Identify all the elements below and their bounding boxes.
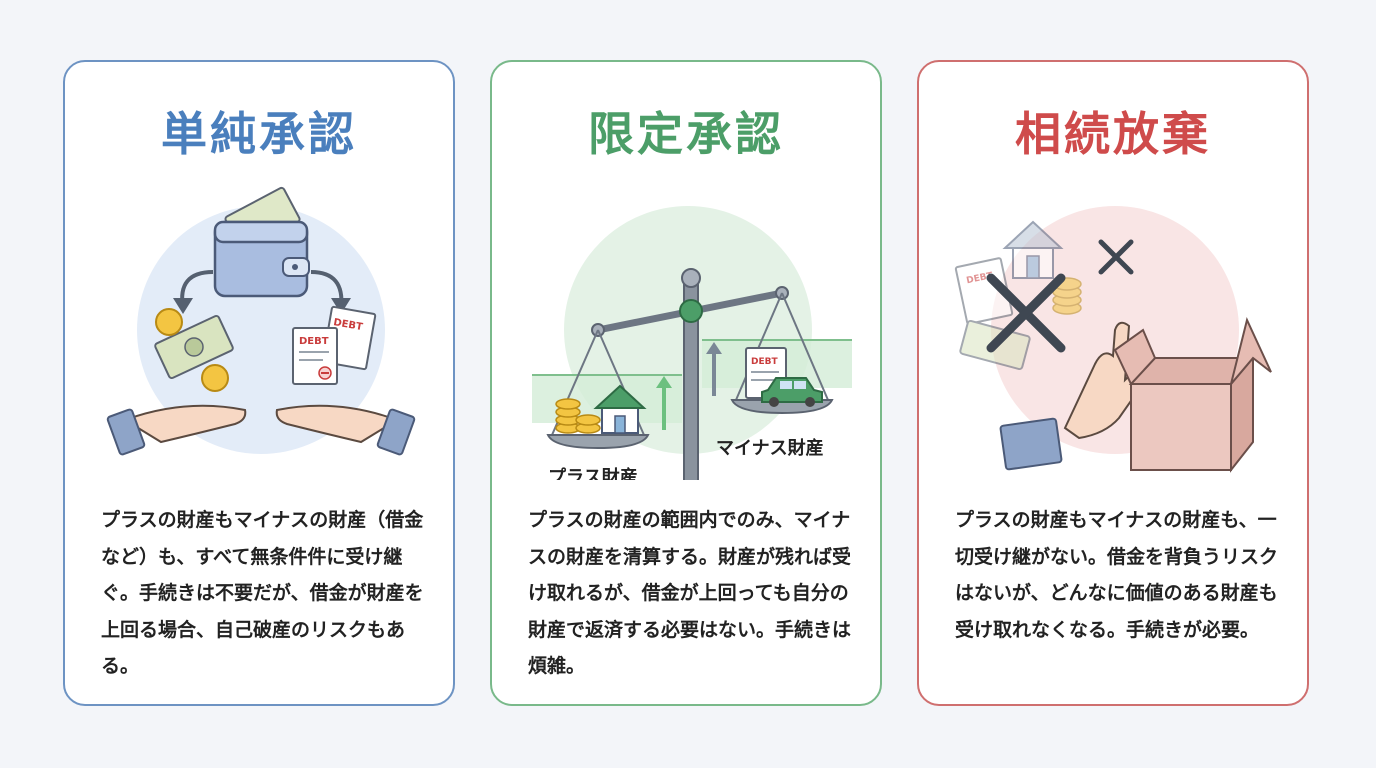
coin-icon bbox=[155, 308, 183, 336]
refusing-hand-icon bbox=[999, 321, 1149, 471]
house-icon bbox=[593, 384, 647, 434]
svg-text:DEBT: DEBT bbox=[299, 336, 329, 347]
card-limited-acceptance: 限定承認 bbox=[490, 60, 882, 706]
minus-asset-label: マイナス財産 bbox=[716, 437, 824, 459]
cross-icon bbox=[986, 239, 1134, 353]
cash-icon bbox=[154, 314, 234, 380]
coin-icon bbox=[201, 364, 229, 392]
empty-box-icon bbox=[1113, 317, 1272, 473]
card-title: 限定承認 bbox=[588, 107, 784, 161]
car-icon bbox=[761, 377, 823, 407]
debt-document-icon: DEBT DEBT bbox=[292, 305, 377, 385]
limited-acceptance-illustration: DEBT プラス財産 マイナス財産 bbox=[532, 206, 852, 480]
hand-icon bbox=[106, 404, 247, 456]
card-title: 単純承認 bbox=[161, 107, 357, 161]
simple-acceptance-illustration: DEBT DEBT bbox=[106, 186, 416, 456]
house-icon bbox=[1002, 220, 1064, 279]
coin-icon bbox=[555, 398, 601, 434]
svg-text:DEBT: DEBT bbox=[751, 357, 778, 367]
plus-asset-label: プラス財産 bbox=[548, 466, 638, 480]
svg-text:DEBT: DEBT bbox=[332, 317, 363, 333]
up-arrow-icon bbox=[656, 342, 722, 430]
card-renunciation: 相続放棄 DEBT bbox=[917, 60, 1309, 706]
card-description: プラスの財産もマイナスの財産も、一切受け継がない。借金を背負うリスクはないが、ど… bbox=[955, 509, 1279, 641]
card-description: プラスの財産の範囲内でのみ、マイナスの財産を清算する。財産が残れば受け取れるが、… bbox=[528, 509, 852, 677]
hand-icon bbox=[275, 404, 416, 456]
card-description: プラスの財産もマイナスの財産（借金など）も、すべて無条件件に受け継ぐ。手続きは不… bbox=[101, 509, 424, 677]
renunciation-illustration: DEBT bbox=[954, 206, 1272, 473]
card-title: 相続放棄 bbox=[1015, 107, 1211, 161]
document-icon: DEBT bbox=[954, 257, 1014, 325]
wallet-icon bbox=[213, 186, 310, 298]
card-simple-acceptance: 単純承認 DEBT DEBT bbox=[63, 60, 455, 706]
